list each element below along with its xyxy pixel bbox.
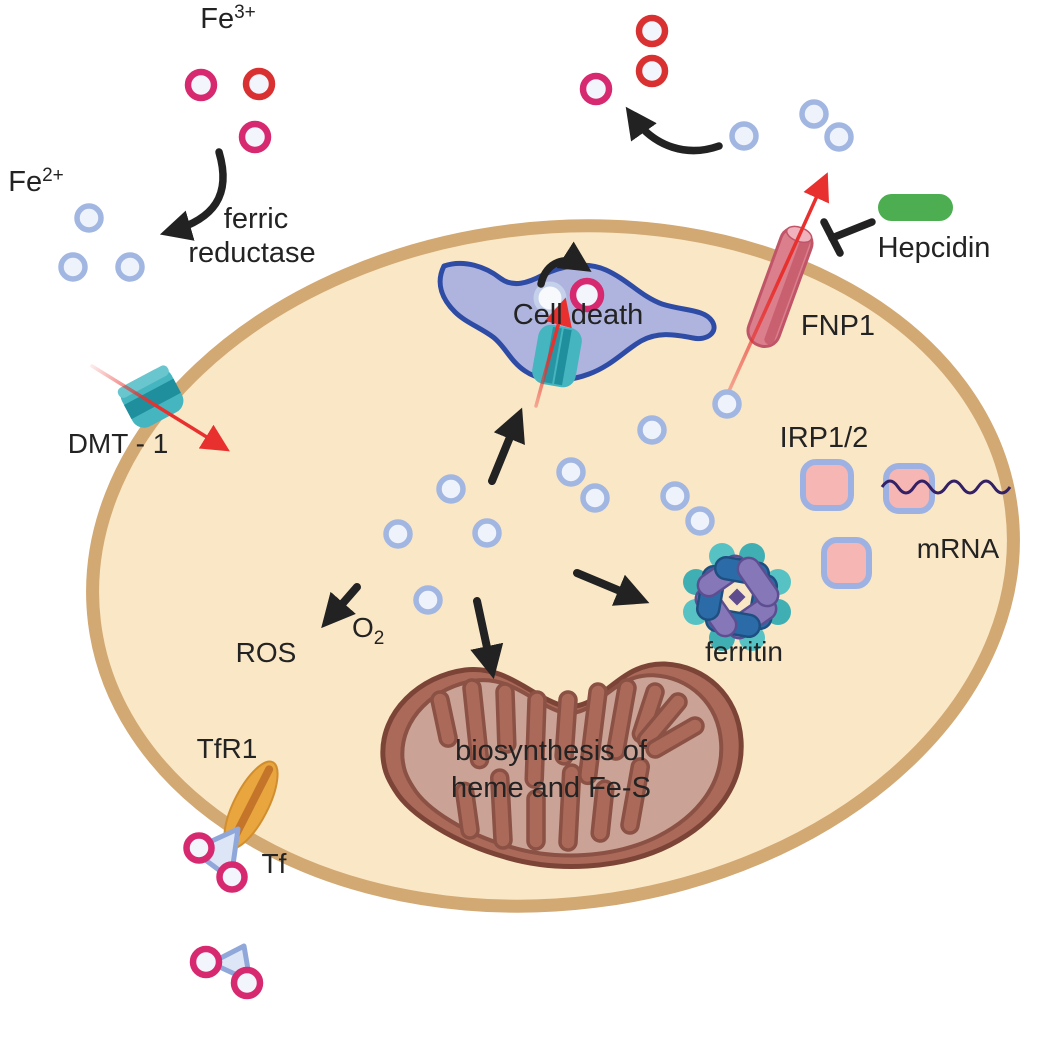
fe2-ion-icon [74,203,104,233]
irp-protein-icon [821,537,872,589]
arrows [159,106,723,680]
fe3-ion-icon [569,277,605,313]
fe2-ion-icon [685,506,715,536]
fe2-ion-icon [436,474,466,504]
mrna-label: mRNA [917,533,1000,564]
hepcidin-group: Hepcidin [820,194,991,264]
export-release-arrow [625,106,723,155]
cell-death-arrow [534,297,572,408]
mitochondrion-icon: biosynthesis of heme and Fe-S [380,661,744,869]
ferric-reductase-arrow [159,148,227,241]
cell-death-blob: Cell death [437,241,717,408]
ions-exported [579,14,854,152]
fe2-ion-icon [472,518,502,548]
mitochondrion-cristae [430,678,705,852]
fe2-ion-icon [712,389,742,419]
arrow-to-mitochondrion [470,597,504,680]
hepcidin-pill-icon [878,194,953,221]
fe3-ion-icon [184,68,218,102]
fe2-ion-icon [383,519,413,549]
fe3-ion-icon [579,72,613,106]
mrna-squiggle-icon [880,479,1012,495]
fe2-ion-icon [115,252,145,282]
fnp1-export-arrow [722,172,829,404]
ros-label: ROS [236,637,297,668]
fe2-ions-extracellular [58,203,145,282]
cell-membrane [86,219,1020,913]
fnp1-transporter-icon: FNP1 [722,172,875,404]
ferritin-label: ferritin [705,636,783,667]
tfr1-label: TfR1 [197,733,258,764]
ferric-reductase-label-line2: reductase [188,237,315,269]
fe3-ion-icon [635,54,669,88]
fe3-ion-icon [238,120,272,154]
tf-label: Tf [262,848,287,879]
irp-proteins: IRP1/2 mRNA [780,422,1012,589]
irp-protein-icon [800,459,854,511]
ferritin-icon: ferritin [683,543,791,667]
hepcidin-label: Hepcidin [878,232,991,264]
irp-protein-icon [883,463,935,514]
irp-label: IRP1/2 [780,422,869,454]
mitochondrion-label-line1: biosynthesis of [455,735,648,767]
tf-transferrin-icon: Tf [183,826,287,893]
ferric-reductase-label-line1: ferric [224,203,288,235]
fe2-ions-cytosol [383,389,742,615]
arrow-to-ferritin [573,569,650,606]
dmt1-import-arrow [90,364,230,452]
fe3-ion-icon [242,67,276,101]
fe2-label: Fe2+ [8,165,64,198]
dmt1-transporter-icon: DMT - 1 [68,364,230,459]
arrow-to-ros [321,583,361,629]
fe3-ion-icon [635,14,669,48]
arrow-to-cell-death [488,407,525,485]
fe2-ion-icon [660,481,690,511]
fnp1-label: FNP1 [801,310,875,342]
tf-transferrin-icon [189,943,264,1000]
fe2-ion-icon [556,457,586,487]
fe2-ion-icon [58,252,88,282]
fe2-ion-icon [413,585,443,615]
fe2-ion-icon [824,122,854,152]
fe2-ion-icon [729,121,759,151]
o2-label: O2 [352,612,384,649]
fe2-ion-icon [799,99,829,129]
fe3-label: Fe3+ [200,2,256,35]
dmt1-label: DMT - 1 [68,428,169,459]
fe2-ion-icon [580,483,610,513]
inhibition-tbar-icon [820,218,876,257]
fe2-ion-icon [637,415,667,445]
fe3-ions-extracellular [184,67,276,154]
mitochondrion-label-line2: heme and Fe-S [451,772,651,804]
fenton-curl-arrow [537,241,592,288]
cell-death-label: Cell death [513,299,644,331]
